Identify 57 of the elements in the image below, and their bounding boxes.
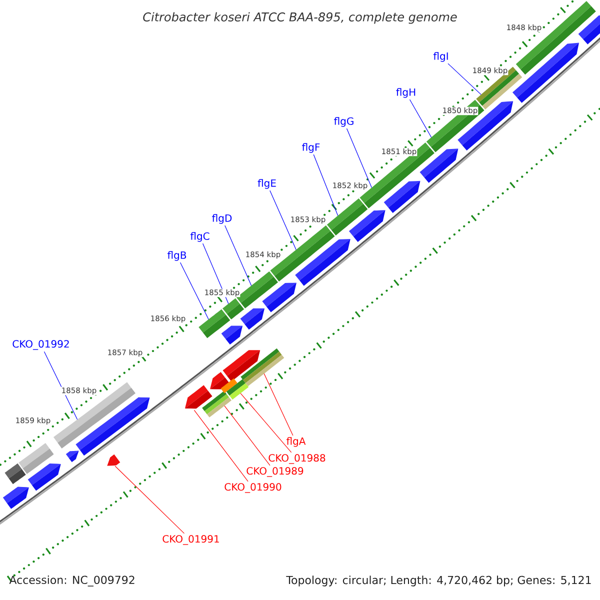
leader-line	[409, 99, 432, 138]
gene-segment	[420, 148, 458, 183]
gene-label: flgI	[433, 52, 448, 62]
gene-segment	[221, 326, 243, 345]
footer-text: Accession: NC_009792	[9, 576, 134, 586]
leader-line	[270, 190, 296, 250]
gene-segment	[107, 454, 120, 466]
leader-line	[224, 406, 270, 466]
gene-segment	[262, 282, 296, 312]
leader-line	[44, 351, 78, 420]
gene-segment	[578, 15, 600, 44]
leader-line	[224, 225, 252, 286]
gene-segment	[226, 379, 249, 400]
gene-segment	[220, 378, 238, 394]
gene-label: flgA	[286, 437, 306, 447]
gene-label: flgD	[212, 214, 232, 224]
gene-label: flgB	[167, 251, 186, 261]
gene-segment	[240, 308, 265, 330]
gene-segment	[184, 385, 212, 409]
leader-line	[264, 373, 294, 436]
gene-segment	[348, 210, 386, 242]
gene-label: flgF	[302, 143, 320, 153]
leader-line	[240, 393, 292, 453]
gene-label: CKO_01990	[224, 483, 282, 493]
gene-segment	[222, 298, 244, 320]
gene-segment	[210, 372, 230, 390]
gene-label: CKO_01991	[162, 535, 219, 545]
gene-segment	[326, 198, 368, 236]
gene-label: flgE	[258, 179, 276, 189]
gene-segment	[202, 390, 232, 418]
gene-segment	[222, 350, 260, 382]
footer-text: Topology: circular; Length: 4,720,462 bp; Genes: 5,121	[286, 576, 591, 586]
leader-line	[346, 128, 372, 188]
leader-line	[180, 262, 209, 320]
gene-segment	[512, 42, 579, 103]
gene-segment	[53, 382, 136, 448]
leader-line	[194, 410, 248, 482]
gene-segment	[4, 463, 26, 484]
gene-label: CKO_01988	[268, 454, 326, 464]
gene-label: CKO_01989	[246, 467, 304, 477]
gene-segment	[18, 443, 54, 474]
title: Citrobacter koseri ATCC BAA-895, complete genome	[143, 12, 457, 24]
gene-segment	[2, 486, 29, 509]
gene-segment	[76, 397, 150, 456]
gene-segment	[384, 180, 420, 214]
gene-label: CKO_01992	[12, 340, 69, 350]
gene-label: flgC	[190, 232, 210, 242]
leader-line	[448, 63, 482, 95]
gene-label: flgG	[334, 117, 354, 127]
gene-segment	[295, 239, 350, 286]
gene-segment	[240, 348, 284, 386]
gene-label: flgH	[396, 88, 416, 98]
gene-segment	[66, 450, 79, 462]
gene-segment	[28, 463, 61, 491]
leader-line	[313, 154, 338, 216]
gene-segment	[198, 309, 230, 338]
leader-line	[114, 466, 185, 534]
